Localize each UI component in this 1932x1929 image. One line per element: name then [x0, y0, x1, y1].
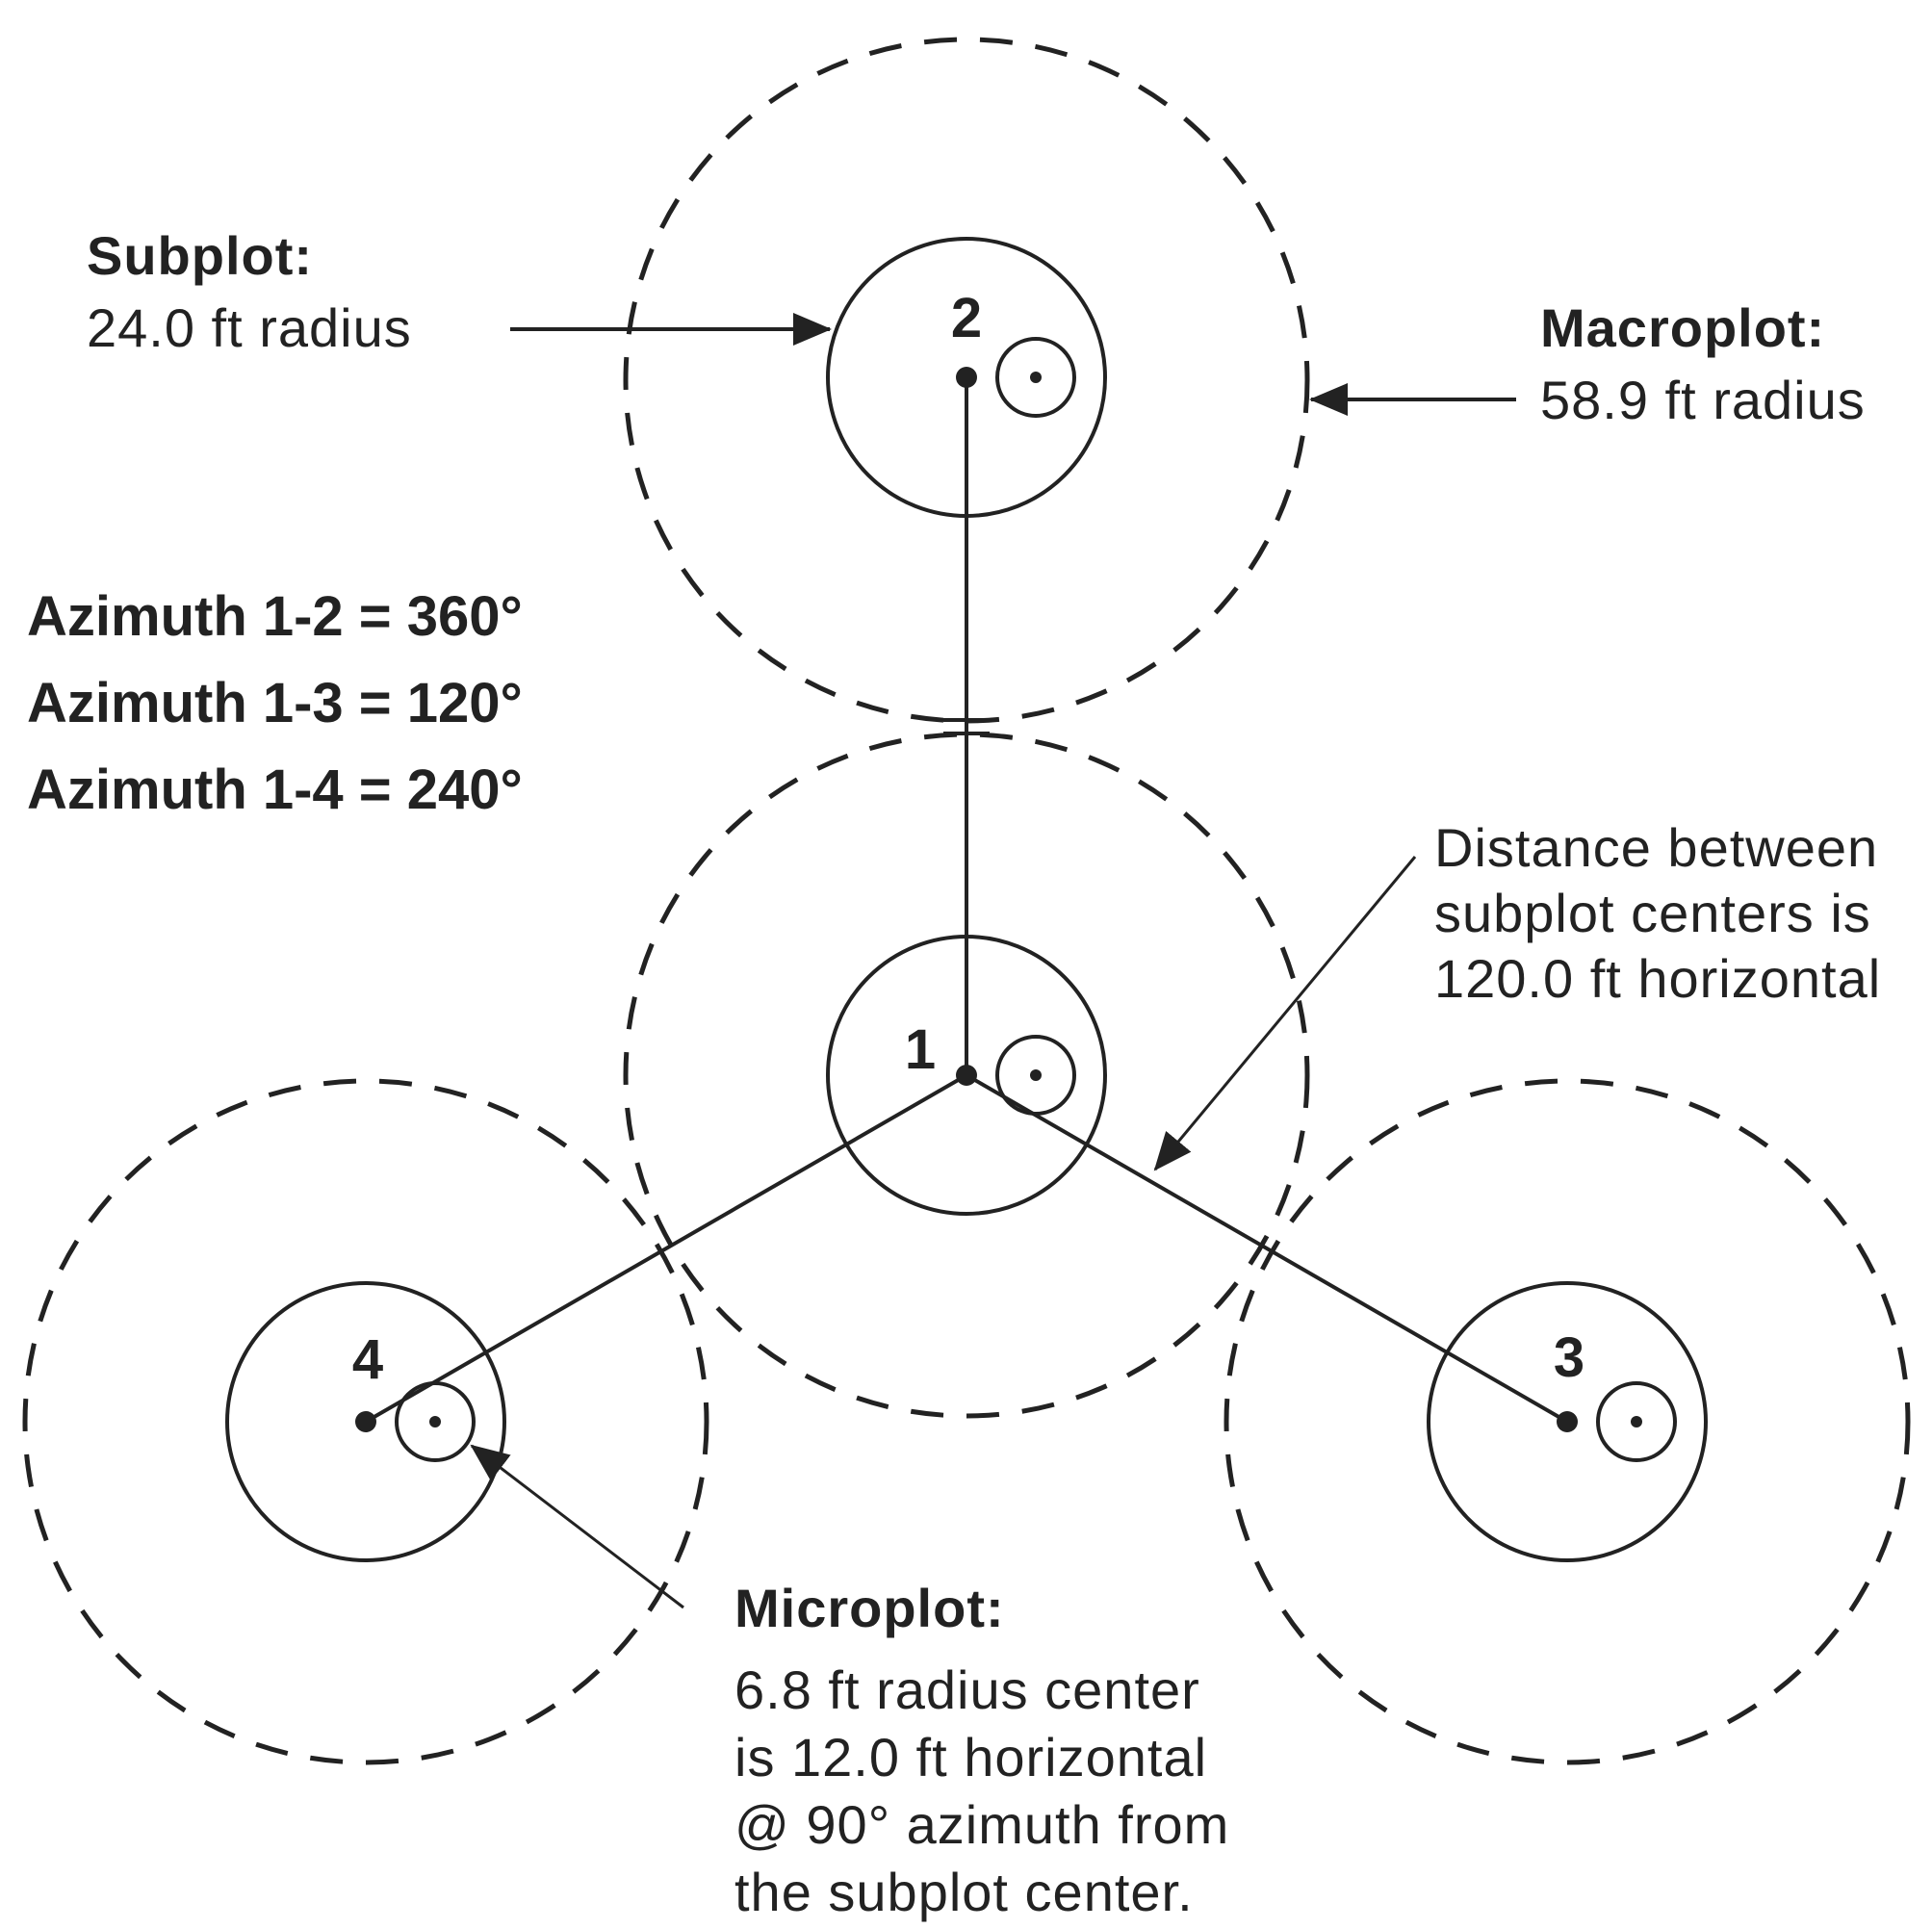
subplot-circle-4 — [225, 1281, 506, 1562]
microplot-center-1 — [1030, 1069, 1042, 1081]
subplot-label-detail: 24.0 ft radius — [87, 297, 412, 358]
macroplot-label-detail: 58.9 ft radius — [1540, 370, 1866, 430]
distance-note-line-3: 120.0 ft horizontal — [1434, 948, 1881, 1009]
distance-note-line-1: Distance between — [1434, 817, 1878, 878]
subplot-circle-1 — [826, 935, 1107, 1216]
azimuth-1-2: Azimuth 1-2 = 360° — [27, 585, 523, 648]
azimuth-1-3: Azimuth 1-3 = 120° — [27, 672, 523, 734]
subplot-number-3: 3 — [1554, 1326, 1584, 1389]
microplot-circle-4 — [395, 1381, 476, 1462]
subplot-number-2: 2 — [951, 287, 982, 349]
macroplot-label-heading: Macroplot: — [1540, 297, 1825, 358]
microplot-circle-2 — [995, 337, 1076, 418]
microplot-center-2 — [1030, 372, 1042, 383]
subplot-circle-2 — [826, 237, 1107, 518]
microplot-label-line-3: @ 90° azimuth from — [734, 1794, 1229, 1855]
microplot-label-line-2: is 12.0 ft horizontal — [734, 1727, 1207, 1788]
microplot-center-3 — [1631, 1416, 1642, 1427]
subplot-center-1 — [956, 1065, 977, 1086]
microplot-label-line-4: the subplot center. — [734, 1862, 1194, 1922]
line-1-3 — [966, 1073, 1568, 1424]
subplot-center-4 — [355, 1411, 376, 1432]
macroplot-circle-3 — [1224, 1078, 1911, 1765]
subplot-circle-3 — [1427, 1281, 1708, 1562]
subplot-center-2 — [956, 367, 977, 388]
microplot-label-line-1: 6.8 ft radius center — [734, 1659, 1200, 1720]
macroplot-circle-1 — [623, 732, 1310, 1419]
subplot-number-1: 1 — [905, 1018, 936, 1081]
distance-note-line-2: subplot centers is — [1434, 883, 1871, 943]
azimuth-1-4: Azimuth 1-4 = 240° — [27, 759, 523, 821]
microplot-pointer-arrow — [470, 1444, 684, 1609]
macroplot-circle-4 — [22, 1078, 709, 1765]
subplot-label-heading: Subplot: — [87, 225, 313, 286]
microplot-label-heading: Microplot: — [734, 1578, 1005, 1638]
line-1-4 — [365, 1073, 967, 1424]
microplot-circle-1 — [995, 1035, 1076, 1116]
subplot-number-4: 4 — [352, 1328, 383, 1391]
microplot-circle-3 — [1596, 1381, 1677, 1462]
distance-pointer-arrow — [1153, 856, 1417, 1171]
subplot-center-3 — [1557, 1411, 1578, 1432]
microplot-center-4 — [429, 1416, 441, 1427]
